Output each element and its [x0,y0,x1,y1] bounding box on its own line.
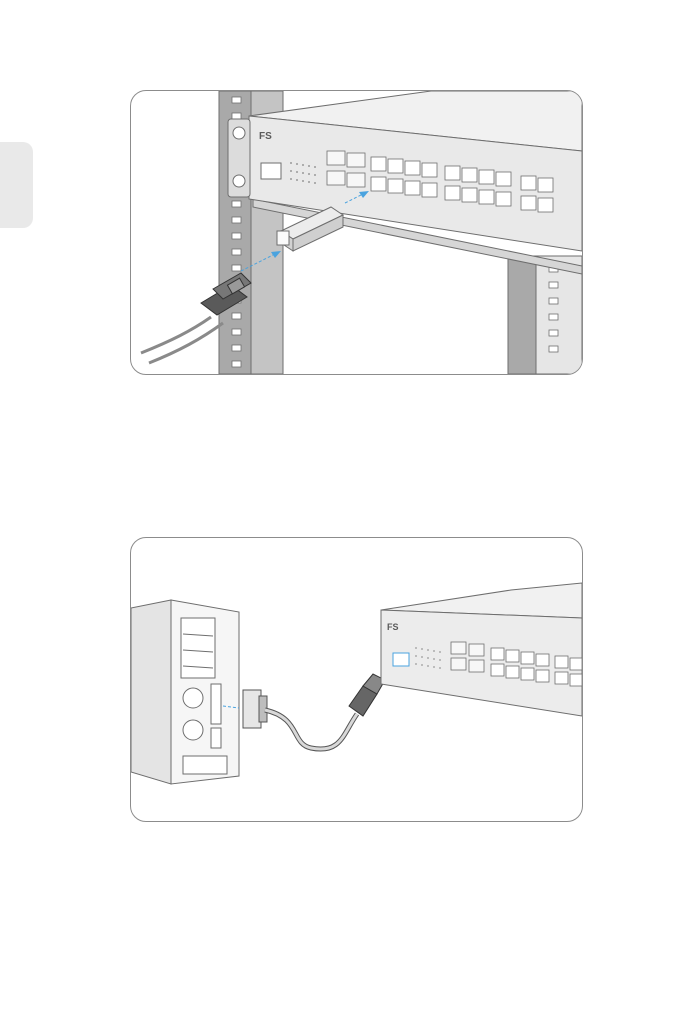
section-side-tab [0,142,33,228]
console-connection-illustration: FS [131,538,582,821]
install-transceiver-illustration: FS [131,91,582,374]
switch-device-icon: FS [381,583,582,716]
console-cable-icon [243,674,385,749]
computer-tower-icon [131,600,239,784]
console-connection-figure: FS [130,537,583,822]
brand-label: FS [259,131,272,142]
install-transceiver-figure: FS [130,90,583,375]
brand-label: FS [387,622,399,632]
